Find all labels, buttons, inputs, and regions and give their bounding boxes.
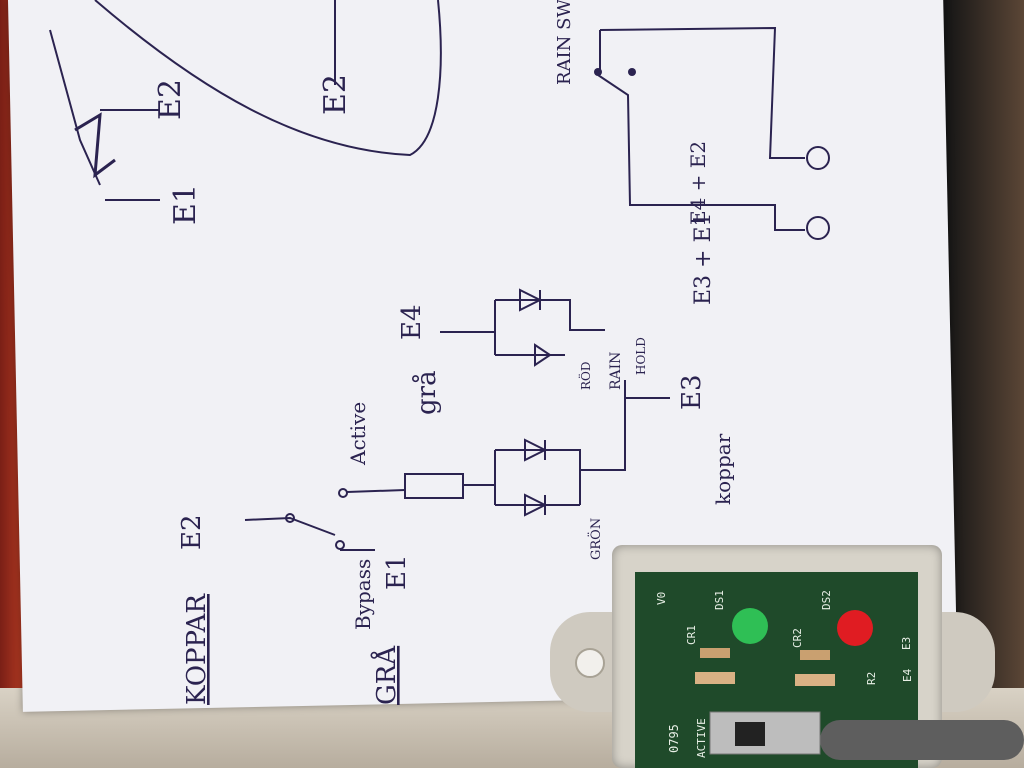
label-e4-wire: E4: [397, 304, 427, 340]
label-bypass: Bypass: [351, 559, 375, 630]
enclosure-right-ear: [935, 612, 995, 712]
resistor-r2: [795, 674, 835, 686]
pcb-label-cr1: CR1: [685, 625, 698, 645]
legend-koppar: KOPPAR: [182, 593, 212, 705]
resistor-r1: [695, 672, 735, 684]
label-rain-sw: RAIN SW: [554, 0, 575, 85]
pcb-label-code: V0: [655, 592, 668, 605]
pcb-label-e3: E3: [900, 637, 913, 650]
label-e3-wire: E3: [677, 374, 707, 410]
label-gron: GRÖN: [587, 518, 604, 560]
probe-zigzag: [74, 112, 116, 179]
terminal-e4-e2: [806, 146, 830, 170]
label-e2-right: E2: [318, 74, 353, 115]
label-e1-top: E1: [168, 184, 203, 225]
led-ds1: [732, 608, 768, 644]
bypass-switch-pivot: [285, 513, 295, 523]
label-active: Active: [346, 402, 370, 466]
koppar-wire: [580, 397, 670, 471]
label-e2-left: E2: [153, 79, 188, 120]
label-koppar-wire: koppar: [711, 433, 735, 505]
label-hold: HOLD: [634, 337, 648, 375]
pcb-label-r2: R2: [865, 672, 878, 685]
active-contact: [338, 488, 348, 498]
green-led-diode-1: [524, 438, 548, 462]
pcb-label-ds1: DS1: [713, 590, 726, 610]
probe-outline: [49, 29, 101, 186]
pcb-label-cr2: CR2: [791, 628, 804, 648]
top-curve: [94, 0, 442, 157]
pcb-label-part-no: 0795: [667, 724, 681, 753]
mounting-hole: [575, 648, 605, 678]
active-wire: [346, 489, 406, 493]
red-led-diode-2: [534, 343, 552, 367]
switch-contact: [628, 68, 636, 76]
green-led-diode-2: [524, 493, 548, 517]
diode-cr2: [800, 650, 830, 660]
diode-cr1: [700, 648, 730, 658]
rain-loop-bottom: [597, 74, 805, 231]
pcb-label-e4: E4: [901, 668, 914, 682]
bypass-switch-lever: [244, 516, 336, 536]
legend-gra: GRÅ: [370, 645, 402, 705]
legend-gra-e1: E1: [382, 554, 412, 590]
slide-switch-knob: [735, 722, 765, 746]
label-rain: RAIN: [608, 352, 624, 390]
legend-koppar-e2: E2: [177, 514, 207, 550]
label-rod: RÖD: [577, 362, 593, 391]
terminal-e3-e1: [806, 216, 830, 240]
rain-loop-top: [599, 26, 805, 159]
pcb-label-ds2: DS2: [820, 590, 833, 610]
pcb-label-active: ACTIVE: [695, 718, 708, 758]
led-ds2: [837, 610, 873, 646]
label-e4-e2: E4 + E2: [686, 141, 710, 225]
green-led-bridge: [494, 449, 581, 506]
label-gra-wire: grå: [411, 370, 442, 415]
switch-pivot: [594, 68, 602, 76]
red-led-bridge: [494, 299, 605, 355]
label-e3-e1: E3 + E1: [691, 212, 716, 305]
red-led-diode-1: [519, 288, 543, 312]
grey-cable: [820, 720, 1024, 760]
